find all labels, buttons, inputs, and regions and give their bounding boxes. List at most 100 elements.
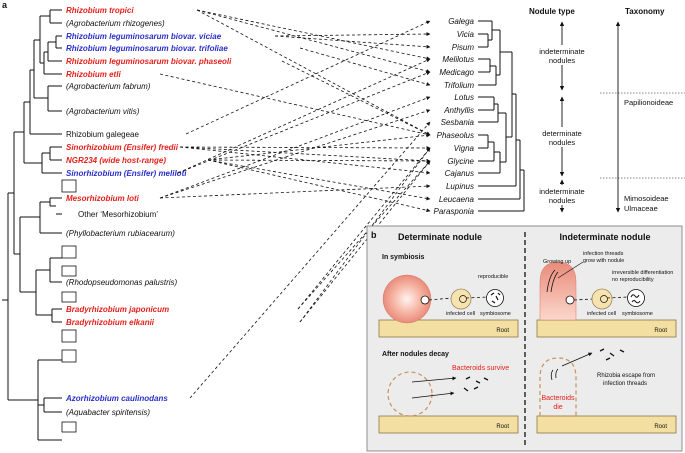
plant-label: Medicago — [439, 68, 474, 77]
rhizobia-escape-line2: infection threads — [603, 381, 647, 387]
association-line — [297, 160, 431, 310]
association-line — [196, 9, 431, 136]
nodule-group-1-line1: indeterminate — [539, 47, 584, 56]
plant-labels: GalegaViciaPisumMelilotusMedicagoTrifoli… — [434, 17, 475, 216]
bacterium-label: Rhizobium galegeae — [66, 130, 139, 139]
determinate-title: Determinate nodule — [398, 232, 482, 242]
nodule-group-2-line2: nodules — [549, 138, 576, 147]
collapsed-clade — [61, 245, 77, 259]
plant-label: Vicia — [457, 30, 475, 39]
bacterium-label: Bradyrhizobium japonicum — [66, 305, 169, 314]
nodule-type-header: Nodule type — [529, 7, 575, 16]
host-association-lines — [159, 9, 431, 399]
association-line — [159, 184, 431, 199]
nodule-group-2-line1: determinate — [542, 129, 582, 138]
bacteroids-survive-label: Bacteroids survive — [452, 365, 509, 372]
plant-label: Trifolium — [444, 81, 474, 90]
association-line — [159, 73, 431, 137]
association-line — [274, 35, 431, 49]
plant-label: Melilotus — [442, 55, 474, 64]
plant-label: Galega — [448, 17, 474, 26]
association-line — [189, 121, 431, 399]
root-label-1: Root — [496, 328, 509, 334]
bacteroids-die-line2: die — [553, 404, 562, 411]
collapsed-clade — [61, 349, 77, 363]
association-line — [207, 158, 431, 163]
determinate-nodule — [382, 274, 432, 324]
plant-label: Anthyllis — [443, 106, 474, 115]
panel-b-label: b — [371, 230, 377, 240]
bacterium-label: Rhizobium leguminosarum biovar. viciae — [66, 32, 222, 41]
association-line — [196, 9, 431, 74]
bacteria-tree — [2, 9, 77, 441]
plant-tree — [478, 20, 525, 212]
taxonomy-ulmaceae: Ulmaceae — [624, 204, 658, 213]
taxonomy-header: Taxonomy — [625, 7, 665, 16]
association-line — [274, 32, 431, 37]
plant-label: Pisum — [452, 43, 475, 52]
rhizobia-escape-line1: Rhizobia escape from — [597, 373, 655, 379]
collapsed-clade — [61, 179, 77, 193]
threads-line1: infection threads — [583, 251, 624, 257]
taxonomy-mimosoideae: Mimosoideae — [624, 194, 669, 203]
root-det-symbiosis — [378, 319, 519, 338]
bacterium-label: (Agrobacterium vitis) — [66, 107, 140, 116]
plant-label: Cajanus — [445, 169, 474, 178]
bacterium-label: (Agrobacterium rhizogenes) — [66, 19, 165, 28]
plant-label: Glycine — [447, 157, 474, 166]
bacterium-label: Rhizobium etli — [66, 70, 121, 79]
symbiosome-det — [486, 289, 504, 307]
nodule-group-3-line2: nodules — [549, 196, 576, 205]
nodule-group-3-line1: indeterminate — [539, 187, 584, 196]
bacterium-label: Rhizobium tropici — [66, 6, 134, 15]
association-line — [159, 96, 431, 199]
bacterium-label: (Phyllobacterium rubiacearum) — [66, 229, 175, 238]
collapsed-clade — [61, 291, 77, 303]
bacteria-labels: Rhizobium tropici (Agrobacterium rhizogen… — [65, 6, 232, 417]
root-label-3: Root — [496, 424, 509, 430]
escaping-rhizobia — [599, 348, 625, 361]
plant-label: Vigna — [454, 144, 475, 153]
infected-cell-det — [450, 288, 472, 310]
symbiosome-label-1: symbiosome — [480, 311, 511, 317]
symbiosome-label-2: symbiosome — [622, 311, 653, 317]
bacterium-label: Azorhizobium caulinodans — [65, 394, 168, 403]
plant-label: Leucaena — [439, 195, 475, 204]
collapsed-clade — [61, 329, 77, 343]
collapsed-clade — [61, 265, 77, 277]
bacterium-label: Rhizobium leguminosarum biovar. trifolia… — [66, 44, 228, 53]
bacterium-label: Other ‘Mesorhizobium’ — [78, 210, 158, 219]
infected-cell-label-2: infected cell — [587, 311, 616, 317]
bacteroids-die-line1: Bacteroids — [541, 395, 575, 402]
bacterium-label: Rhizobium leguminosarum biovar. phaseoli — [66, 57, 232, 66]
after-decay-label: After nodules decay — [382, 351, 449, 358]
panel-a-label: a — [2, 0, 8, 10]
association-line — [177, 58, 431, 174]
symbiosome-indet — [627, 289, 645, 307]
collapsed-clade — [61, 421, 77, 433]
bacterium-label: (Agrobacterium fabrum) — [66, 82, 151, 91]
root-label-4: Root — [654, 424, 667, 430]
growing-up-label: Growing up — [543, 259, 571, 265]
surviving-bacteroids — [463, 376, 489, 392]
plant-label: Phaseolus — [437, 131, 474, 140]
association-line — [179, 146, 431, 163]
decayed-determinate-nodule — [387, 371, 433, 417]
reproducible-label: reproducible — [478, 274, 508, 280]
association-line — [207, 159, 431, 213]
association-line — [299, 47, 431, 86]
association-line — [177, 71, 431, 174]
root-indet-symbiosis — [536, 319, 677, 338]
indeterminate-title: Indeterminate nodule — [559, 232, 650, 242]
root-det-decay — [378, 415, 519, 434]
association-line — [281, 60, 431, 136]
bacterium-label: (Rhodopseudomonas palustris) — [66, 278, 178, 287]
in-symbiosis-label: In symbiosis — [382, 254, 425, 261]
association-line — [185, 20, 431, 135]
association-line — [159, 109, 431, 199]
bacterium-label: Mesorhizobium loti — [66, 194, 140, 203]
bacterium-label: NGR234 (wide host-range) — [66, 156, 166, 165]
plant-label: Sesbania — [441, 118, 475, 127]
association-line — [179, 146, 431, 175]
bacterium-label: Sinorhizobium (Ensifer) fredii — [66, 143, 179, 152]
